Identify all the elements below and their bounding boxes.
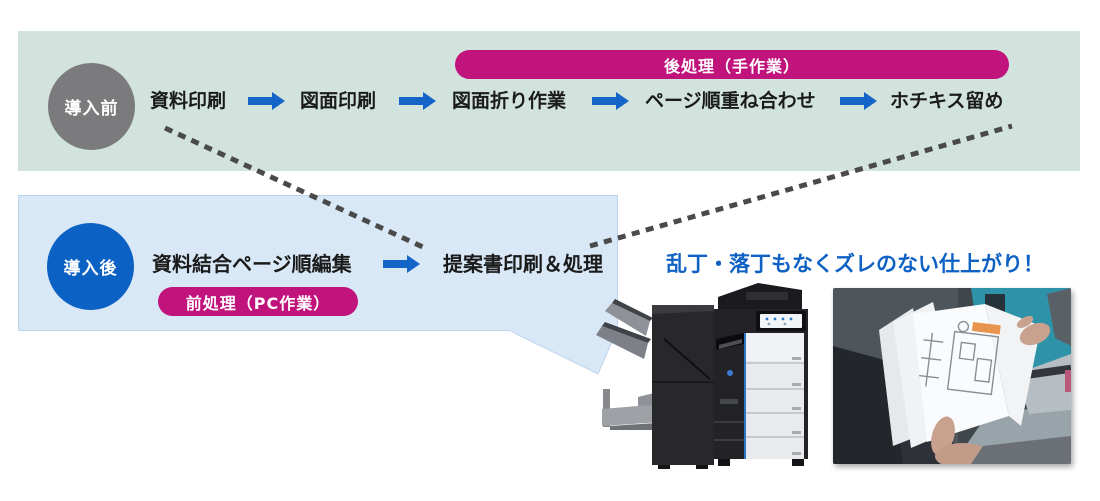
- flow-arrow-icon: [383, 255, 420, 273]
- printer-illustration: [596, 283, 808, 469]
- before-step-5: ホチキス留め: [890, 90, 1004, 112]
- flow-arrow-icon: [248, 92, 285, 110]
- post-process-banner: 後処理（手作業）: [455, 50, 1009, 79]
- before-step-4: ページ順重ね合わせ: [645, 90, 816, 112]
- before-step-3: 図面折り作業: [452, 90, 567, 112]
- after-badge-label: 導入後: [63, 259, 118, 279]
- before-badge: 導入前: [48, 63, 135, 150]
- result-headline: 乱丁・落丁もなくズレのない仕上がり！: [666, 252, 1044, 276]
- before-step-1: 資料印刷: [150, 90, 227, 112]
- before-badge-label: 導入前: [64, 99, 119, 119]
- flow-arrow-icon: [840, 92, 877, 110]
- flow-arrow-icon: [399, 92, 436, 110]
- before-step-2: 図面印刷: [300, 90, 377, 112]
- after-step-1: 資料結合ページ順編集: [152, 252, 352, 276]
- after-badge: 導入後: [47, 223, 134, 310]
- booklet-photo: [833, 288, 1071, 464]
- after-step-2: 提案書印刷＆処理: [443, 252, 603, 276]
- pre-process-banner: 前処理（PC作業）: [158, 287, 358, 316]
- flow-arrow-icon: [592, 92, 629, 110]
